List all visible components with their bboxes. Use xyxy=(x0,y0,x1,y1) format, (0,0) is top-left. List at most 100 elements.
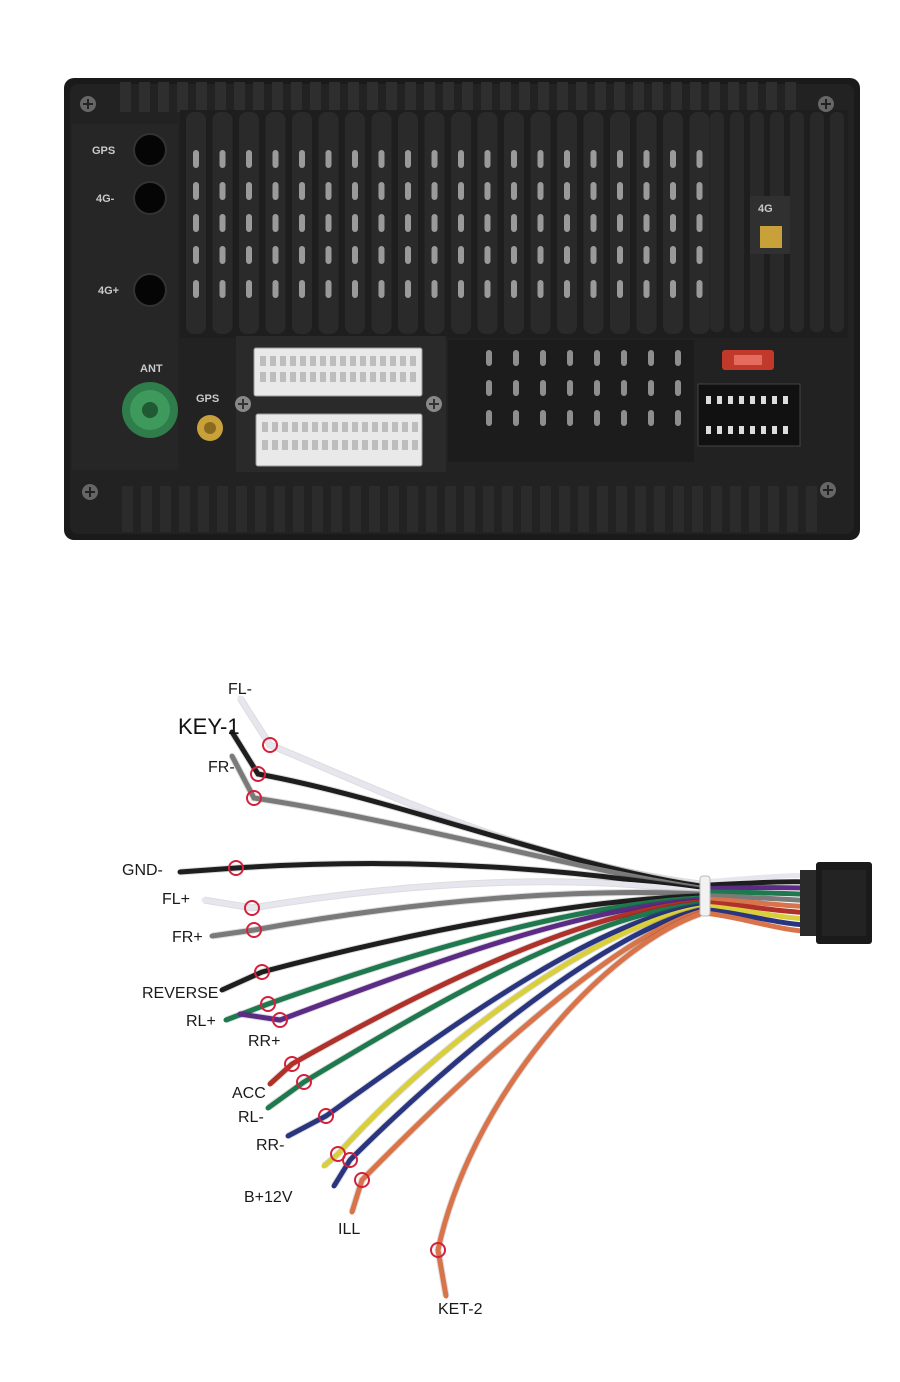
fin xyxy=(160,486,171,532)
wire-rl-plus xyxy=(223,895,703,1023)
vent-slot xyxy=(219,246,226,264)
vent-slot xyxy=(511,214,517,232)
marker-circle xyxy=(296,1074,312,1090)
pin xyxy=(761,426,766,434)
pin xyxy=(342,422,348,432)
pin xyxy=(728,426,733,434)
pin xyxy=(402,440,408,450)
fin xyxy=(576,82,587,112)
4g-minus-label: 4G- xyxy=(96,193,115,205)
vent-slot xyxy=(537,150,544,168)
fin xyxy=(424,82,435,112)
fin xyxy=(559,486,570,532)
pin xyxy=(750,396,755,404)
label-fl-plus: FL+ xyxy=(162,891,190,908)
vent-slot xyxy=(696,246,703,264)
vent-slot xyxy=(299,214,305,232)
marker-circle xyxy=(246,922,262,938)
marker-circle xyxy=(246,790,262,806)
vent-slot xyxy=(352,214,358,232)
vent-slot xyxy=(458,182,464,200)
vent-slot xyxy=(643,280,650,298)
pin xyxy=(370,356,376,366)
screw-4 xyxy=(818,96,834,112)
wire-fl-plus xyxy=(201,879,703,911)
wire-blue-2 xyxy=(331,907,703,1189)
fin xyxy=(654,486,665,532)
marker-circle xyxy=(284,1056,300,1072)
vent-slot xyxy=(617,182,623,200)
fin xyxy=(633,82,644,112)
vent-slot xyxy=(594,380,600,396)
pin xyxy=(761,396,766,404)
connector-top xyxy=(253,347,423,397)
screw-3 xyxy=(80,96,96,112)
vent-slot xyxy=(219,280,226,298)
vent-rib xyxy=(730,112,744,332)
label-ill: ILL xyxy=(338,1221,360,1238)
marker-circle xyxy=(354,1172,370,1188)
vent-slot xyxy=(621,380,627,396)
vent-slot xyxy=(193,182,199,200)
vent-slot xyxy=(486,350,492,366)
vent-slot xyxy=(540,350,546,366)
vent-slot xyxy=(219,182,226,200)
vent-slot xyxy=(246,150,252,168)
fin xyxy=(367,82,378,112)
pin xyxy=(292,440,298,450)
pin xyxy=(717,396,722,404)
pin xyxy=(290,372,296,382)
wire-fr-minus xyxy=(229,753,703,891)
fin xyxy=(120,82,131,112)
fin xyxy=(388,486,399,532)
wiring-harness xyxy=(177,695,872,1299)
pin xyxy=(382,440,388,450)
vent-slot xyxy=(564,214,570,232)
vent-slot xyxy=(513,410,519,426)
fin xyxy=(234,82,245,112)
vent-rib xyxy=(790,112,804,332)
pin xyxy=(412,440,418,450)
vent-slot xyxy=(246,214,252,232)
marker-circle xyxy=(272,1012,288,1028)
vent-slot xyxy=(511,182,517,200)
bundle-wire xyxy=(699,885,817,892)
pin xyxy=(380,372,386,382)
vent-slot xyxy=(378,182,385,200)
4g-plus-port: 4G+ xyxy=(98,273,167,307)
fin xyxy=(747,82,758,112)
pin xyxy=(332,440,338,450)
wire-gnd xyxy=(177,861,703,893)
fin xyxy=(538,82,549,112)
vent-slot xyxy=(643,150,650,168)
label-rr-minus: RR- xyxy=(256,1137,284,1154)
pin xyxy=(362,440,368,450)
vent-slot xyxy=(643,246,650,264)
fin xyxy=(502,486,513,532)
pin xyxy=(330,372,336,382)
vent-slot xyxy=(352,150,358,168)
fin xyxy=(464,486,475,532)
marker-circle xyxy=(250,766,266,782)
pin xyxy=(728,396,733,404)
fin xyxy=(557,82,568,112)
fin xyxy=(768,486,779,532)
fin xyxy=(521,486,532,532)
pin xyxy=(342,440,348,450)
screw-1 xyxy=(235,396,251,412)
pin xyxy=(310,372,316,382)
pin xyxy=(322,440,328,450)
vent-slot xyxy=(272,214,279,232)
pin xyxy=(300,356,306,366)
fin xyxy=(671,82,682,112)
vent-slot xyxy=(378,214,385,232)
vent-slot xyxy=(486,410,492,426)
vent-slot xyxy=(272,280,279,298)
vent-slot xyxy=(405,246,411,264)
head-unit-rear: GPS 4G- 4G+ ANT GPS xyxy=(64,78,860,540)
vent-slot xyxy=(431,280,438,298)
cable-tie xyxy=(699,875,711,917)
wire-ket-2 xyxy=(435,911,703,1299)
pin xyxy=(270,356,276,366)
